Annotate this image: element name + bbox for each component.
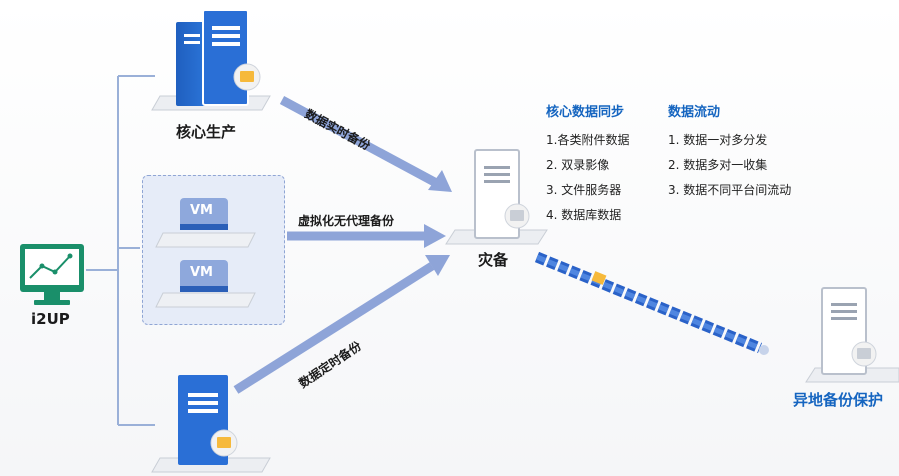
- data-flow-list: 数据流动 1. 数据一对多分发 2. 数据多对一收集 3. 数据不同平台间流动: [668, 100, 791, 203]
- i2up-label: i2UP: [31, 310, 70, 328]
- vm-label-1: VM: [190, 203, 213, 218]
- remote-server-icon: [821, 287, 877, 375]
- vm-icon-2: [155, 260, 256, 308]
- disaster-backup-label: 灾备: [478, 251, 509, 269]
- vm-label-2: VM: [190, 265, 213, 280]
- core-production-label: 核心生产: [176, 123, 237, 141]
- bottom-server-icon: [178, 375, 238, 465]
- core-sync-item: 4. 数据库数据: [546, 208, 622, 222]
- vm-icon-1: [155, 198, 256, 248]
- core-sync-list: 核心数据同步 1.各类附件数据 2. 双录影像 3. 文件服务器 4. 数据库数…: [546, 100, 629, 228]
- i2up-connector: [86, 75, 155, 426]
- core-server-icon: [176, 9, 261, 106]
- data-stream: [534, 251, 769, 355]
- core-sync-item: 2. 双录影像: [546, 158, 610, 172]
- remote-backup-label: 异地备份保护: [793, 391, 884, 409]
- arrow-agentless: [287, 224, 446, 248]
- i2up-monitor-icon: [20, 244, 84, 305]
- core-sync-title: 核心数据同步: [546, 105, 625, 120]
- data-flow-item: 1. 数据一对多分发: [668, 133, 768, 147]
- data-flow-item: 2. 数据多对一收集: [668, 158, 768, 172]
- core-sync-item: 1.各类附件数据: [546, 133, 630, 147]
- data-flow-item: 3. 数据不同平台间流动: [668, 183, 792, 197]
- arrow-agentless-label: 虚拟化无代理备份: [298, 214, 395, 228]
- core-sync-item: 3. 文件服务器: [546, 183, 622, 197]
- arrow-scheduled: [233, 255, 450, 394]
- arrow-realtime: [279, 96, 452, 192]
- data-flow-title: 数据流动: [668, 105, 721, 120]
- disaster-server-icon: [474, 149, 530, 239]
